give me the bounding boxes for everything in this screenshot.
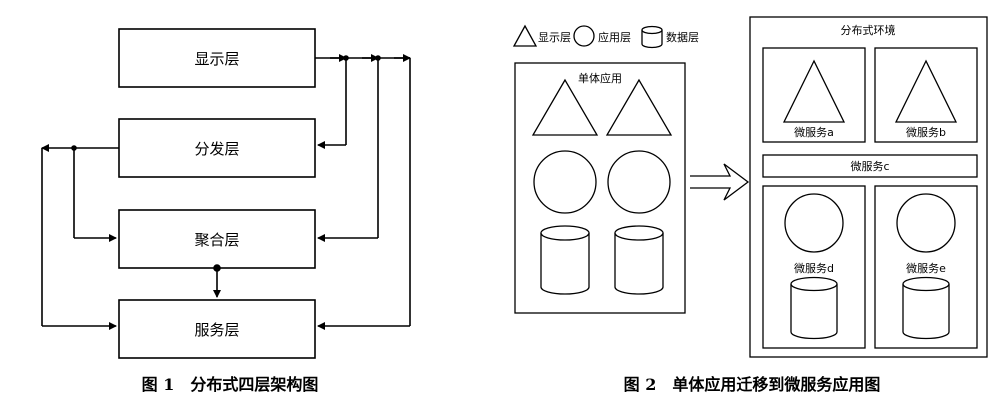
- microservice-a-label: 微服务a: [794, 125, 834, 139]
- microservice-d-cylinder-icon: [790, 276, 838, 340]
- microservice-d-circle-icon: [784, 193, 844, 253]
- box-aggregation-layer: [118, 209, 316, 269]
- monolith-cylinder-icon: [614, 225, 664, 295]
- box-label-dispatch: 分发层: [194, 140, 239, 158]
- microservice-e-label: 微服务e: [906, 261, 946, 275]
- microservice-b-label: 微服务b: [906, 125, 946, 139]
- migration-arrow-icon: [690, 163, 750, 201]
- distributed-environment-title: 分布式环境: [841, 23, 896, 37]
- legend-circle-icon: [573, 25, 595, 47]
- microservice-e-circle-icon: [896, 193, 956, 253]
- microservice-c-label: 微服务c: [850, 159, 889, 173]
- monolith-triangle-icon: [605, 78, 673, 136]
- box-presentation-layer: [118, 28, 316, 88]
- figure-2: [512, 16, 988, 358]
- microservice-e-cylinder-icon: [902, 276, 950, 340]
- figure-2-caption: 图 2 单体应用迁移到微服务应用图: [624, 375, 881, 394]
- microservice-a-triangle-icon: [782, 59, 846, 123]
- microservice-c-box: [762, 154, 978, 178]
- legend-triangle-icon: [512, 24, 538, 47]
- microservice-d-label: 微服务d: [794, 261, 834, 275]
- legend-label-application: 应用层: [598, 30, 631, 44]
- monolith-circle-icon: [533, 150, 597, 214]
- monolith-circle-icon: [607, 150, 671, 214]
- box-label-aggregation: 聚合层: [194, 231, 239, 249]
- monolith-triangle-icon: [531, 78, 599, 136]
- box-service-layer: [118, 299, 316, 359]
- figure-1: [41, 28, 411, 359]
- box-label-service: 服务层: [194, 321, 239, 339]
- legend-label-data: 数据层: [666, 30, 699, 44]
- box-label-presentation: 显示层: [194, 50, 239, 68]
- figure-1-caption: 图 1 分布式四层架构图: [142, 375, 319, 394]
- legend-cylinder-icon: [641, 25, 663, 49]
- legend-label-presentation: 显示层: [538, 31, 571, 44]
- microservice-b-triangle-icon: [894, 59, 958, 123]
- monolith-title: 单体应用: [578, 71, 622, 85]
- box-dispatch-layer: [118, 118, 316, 178]
- monolith-cylinder-icon: [540, 225, 590, 295]
